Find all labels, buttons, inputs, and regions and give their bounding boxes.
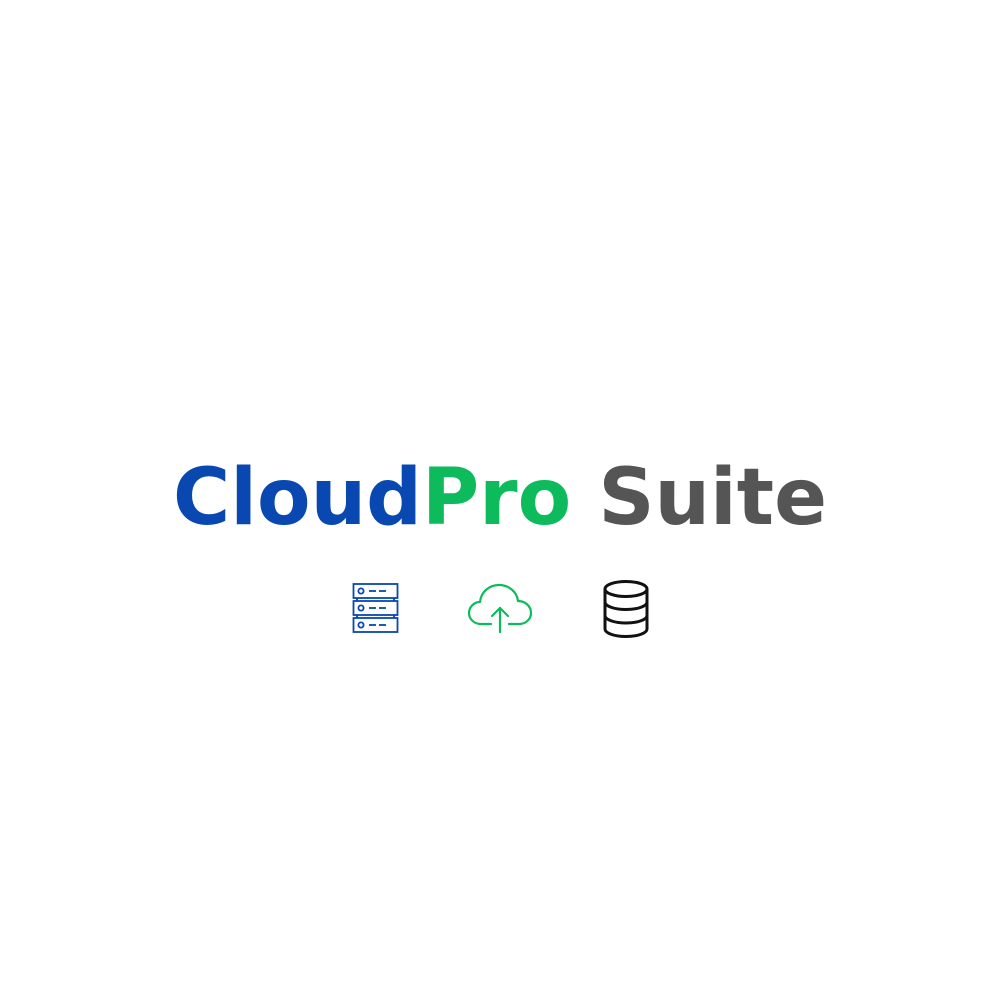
logo-wordmark: CloudPro Suite: [0, 448, 1000, 548]
cloud-upload-icon: [467, 583, 533, 634]
logo-word-cloud: Cloud: [173, 453, 422, 543]
database-icon: [603, 580, 649, 639]
logo-word-suite: Suite: [598, 453, 827, 543]
server-rack-icon: [352, 583, 399, 633]
logo-word-pro: Pro: [421, 453, 572, 543]
